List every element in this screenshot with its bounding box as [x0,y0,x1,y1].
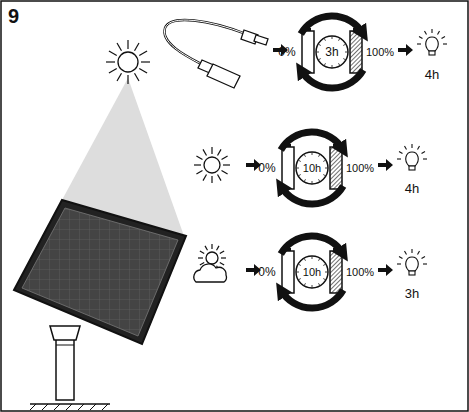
flow-arrow [378,159,393,171]
sun-icon [194,147,230,183]
light-duration: 4h [405,182,419,195]
charge-time: 10h [303,267,321,278]
charge-level: 100% [366,47,394,58]
charge-arrow [281,132,343,150]
sun-icon [106,40,150,84]
battery-icon [330,144,342,189]
clock-icon [296,152,328,184]
charge-level: 100% [346,267,374,278]
charge-arrow [281,186,343,204]
flow-arrow [378,264,393,276]
charge-arrow [301,16,363,34]
charge-level: 0% [278,46,295,58]
charge-level: 100% [346,163,374,174]
charge-level: 0% [258,162,275,174]
step-number: 9 [8,6,19,26]
bulb-icon [417,29,447,55]
battery-icon [350,28,362,73]
cloud-icon [194,264,227,282]
charge-arrow [281,236,343,254]
sun-icon [106,40,150,84]
bulb-icon [397,144,427,170]
charge-arrow [281,290,343,308]
flow-arrow [398,44,413,56]
light-duration: 4h [425,68,439,81]
charge-time: 10h [303,163,321,174]
charge-arrow [301,70,363,88]
charge-time: 3h [325,46,338,58]
light-duration: 3h [405,287,419,300]
clock-icon [316,36,348,68]
clock-icon [296,256,328,288]
bulb-icon [397,249,427,275]
usb-cable [164,20,268,88]
battery-icon [330,248,342,293]
solar-panel [14,200,186,410]
charge-level: 0% [258,266,275,278]
